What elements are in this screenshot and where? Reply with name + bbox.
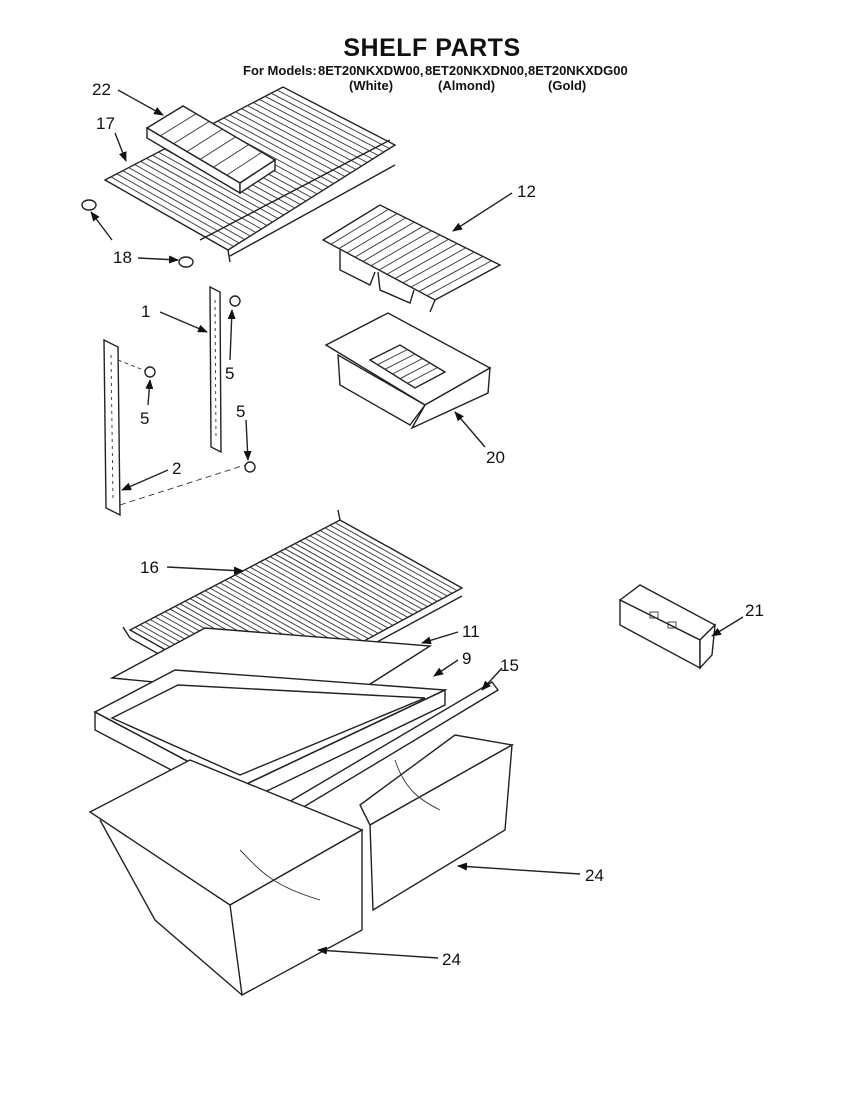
callout-5-upper: 5 (225, 364, 234, 383)
shelf-end-caps (81, 199, 194, 268)
screws (117, 295, 256, 506)
callout-12: 12 (517, 182, 536, 201)
crisper-drawer-right (359, 734, 515, 912)
callout-21: 21 (745, 601, 764, 620)
shelf-support-rail-right (209, 285, 222, 454)
shelf-support-rail-left (103, 338, 121, 517)
callout-18: 18 (113, 248, 132, 267)
variant-almond: (Almond) (438, 78, 496, 93)
model-almond: 8ET20NKXDN00, (425, 63, 528, 78)
callout-5-left: 5 (140, 409, 149, 428)
callout-15: 15 (500, 656, 519, 675)
ice-cube-tray (145, 105, 277, 195)
small-wire-shelf (321, 204, 502, 313)
callout-9: 9 (462, 649, 471, 668)
crisper-drawer-left (88, 759, 364, 997)
leader-lines (90, 89, 744, 959)
callout-20: 20 (486, 448, 505, 467)
callout-labels: 22 17 18 12 1 5 5 5 20 2 16 21 11 9 15 2… (92, 80, 764, 969)
callout-11: 11 (462, 622, 480, 641)
callout-17: 17 (96, 114, 115, 133)
diagram-title: SHELF PARTS (343, 34, 521, 62)
variant-gold: (Gold) (548, 78, 587, 93)
callout-2: 2 (172, 459, 181, 478)
callout-16: 16 (140, 558, 159, 577)
callout-24-right: 24 (585, 866, 604, 885)
callout-22: 22 (92, 80, 111, 99)
model-gold: 8ET20NKXDG00 (528, 63, 628, 78)
variant-white: (White) (349, 78, 394, 93)
snack-pan (324, 312, 492, 430)
callout-1: 1 (141, 302, 150, 321)
model-white: 8ET20NKXDW00, (318, 63, 424, 78)
door-bin (618, 584, 717, 670)
callout-5-lower: 5 (236, 402, 245, 421)
models-prefix: For Models: (243, 63, 317, 78)
callout-24-left: 24 (442, 950, 461, 969)
